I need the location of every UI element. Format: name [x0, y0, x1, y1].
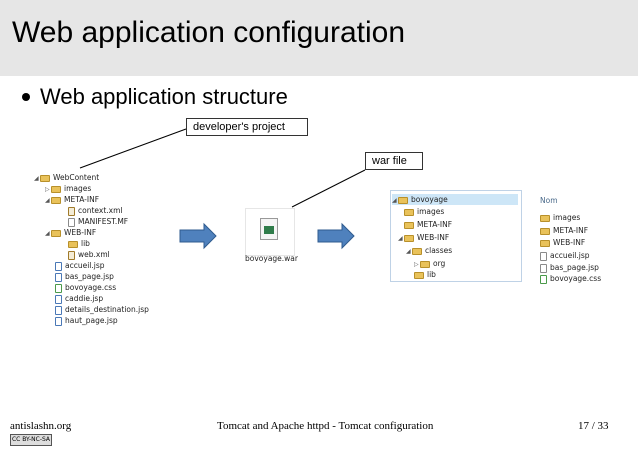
arrow-right-icon: [317, 222, 355, 250]
war-file-label: bovoyage.war: [245, 254, 298, 263]
license-badge: CC BY-NC-SA: [10, 434, 52, 446]
folder-icon: [540, 239, 550, 247]
footer-title: Tomcat and Apache httpd - Tomcat configu…: [217, 420, 434, 432]
file-icon: [540, 251, 547, 261]
folder-icon: [51, 229, 61, 237]
tree-item[interactable]: ◢WEB-INF: [45, 228, 97, 237]
column-header-name[interactable]: Nom: [540, 196, 558, 205]
explorer-item[interactable]: ◢bovoyage: [392, 194, 518, 205]
folder-icon: [412, 247, 422, 255]
tree-item[interactable]: web.xml: [68, 249, 110, 260]
css-file-icon: [55, 283, 62, 293]
bullet-text: Web application structure: [40, 84, 288, 109]
explorer-item[interactable]: META-INF: [404, 220, 452, 229]
tree-item[interactable]: details_destination.jsp: [55, 304, 149, 315]
tree-item[interactable]: caddie.jsp: [55, 293, 103, 304]
explorer-item[interactable]: ◢classes: [406, 246, 453, 255]
title-bar: [0, 0, 638, 76]
war-callout: war file: [365, 152, 423, 170]
war-pointer-line: [291, 169, 366, 208]
xml-file-icon: [68, 206, 75, 216]
explorer-file[interactable]: accueil.jsp: [540, 251, 590, 261]
tree-item[interactable]: MANIFEST.MF: [68, 216, 128, 227]
project-callout: developer's project: [186, 118, 308, 136]
explorer-file[interactable]: WEB-INF: [540, 238, 585, 247]
explorer-file[interactable]: images: [540, 213, 580, 222]
slide-title: Web application configuration: [12, 16, 406, 49]
explorer-item[interactable]: images: [404, 207, 444, 216]
tree-item[interactable]: ◢META-INF: [45, 195, 100, 204]
folder-icon: [51, 185, 61, 193]
file-icon: [68, 217, 75, 227]
tree-item[interactable]: bas_page.jsp: [55, 271, 114, 282]
explorer-item[interactable]: ▷org: [414, 259, 446, 268]
jsp-file-icon: [55, 261, 62, 271]
folder-icon: [540, 214, 550, 222]
archive-icon: [260, 218, 278, 240]
tree-item[interactable]: bovoyage.css: [55, 282, 116, 293]
page-number: 17 / 33: [578, 420, 609, 432]
jsp-file-icon: [55, 294, 62, 304]
xml-file-icon: [68, 250, 75, 260]
project-pointer-line: [79, 128, 187, 169]
tree-item[interactable]: lib: [68, 238, 90, 249]
tree-item[interactable]: accueil.jsp: [55, 260, 105, 271]
folder-icon: [404, 208, 414, 216]
jsp-file-icon: [55, 316, 62, 326]
bullet-icon: [22, 93, 30, 101]
jsp-file-icon: [55, 305, 62, 315]
tree-item[interactable]: context.xml: [68, 205, 122, 216]
tree-item[interactable]: haut_page.jsp: [55, 315, 118, 326]
tree-item[interactable]: ▷images: [45, 184, 92, 193]
explorer-file[interactable]: bas_page.jsp: [540, 263, 599, 273]
folder-icon: [420, 260, 430, 268]
explorer-item[interactable]: ◢WEB-INF: [398, 233, 450, 242]
arrow-right-icon: [179, 222, 217, 250]
folder-icon: [40, 174, 50, 182]
tree-item[interactable]: ◢WebContent: [34, 173, 100, 182]
explorer-file[interactable]: bovoyage.css: [540, 274, 601, 284]
jsp-file-icon: [55, 272, 62, 282]
folder-icon: [404, 221, 414, 229]
project-callout-label: developer's project: [193, 121, 285, 133]
explorer-file[interactable]: META-INF: [540, 226, 588, 235]
folder-icon: [51, 196, 61, 204]
folder-icon: [540, 227, 550, 235]
file-icon: [540, 263, 547, 273]
explorer-item[interactable]: lib: [414, 270, 436, 279]
folder-icon: [68, 240, 78, 248]
folder-icon: [398, 196, 408, 204]
war-callout-label: war file: [372, 155, 407, 167]
folder-icon: [404, 234, 414, 242]
footer-site: antislashn.org: [10, 420, 72, 432]
css-file-icon: [540, 274, 547, 284]
folder-icon: [414, 271, 424, 279]
